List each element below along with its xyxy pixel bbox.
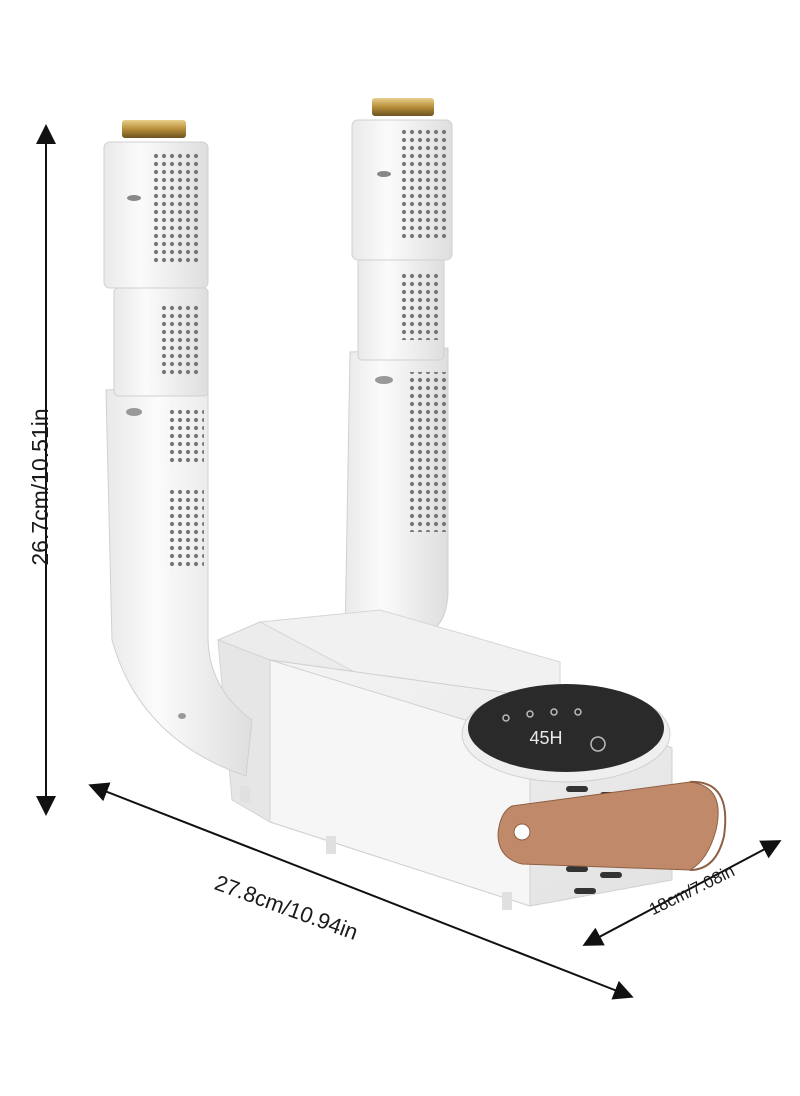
height-dimension-label: 26.7cm/10.51in xyxy=(27,408,53,566)
left-drying-tube xyxy=(103,120,253,777)
display-panel xyxy=(468,684,664,772)
right-drying-tube xyxy=(344,98,453,641)
left-tip-heater xyxy=(122,120,186,138)
power-icon xyxy=(590,736,606,752)
depth-arrow xyxy=(582,840,782,946)
panel-display-text: 45H xyxy=(529,728,562,748)
leather-strap xyxy=(497,780,727,871)
length-arrow xyxy=(88,782,634,1000)
control-panel: 45H xyxy=(461,684,671,783)
right-tip-heater xyxy=(372,98,434,116)
panel-buttons xyxy=(502,708,606,752)
